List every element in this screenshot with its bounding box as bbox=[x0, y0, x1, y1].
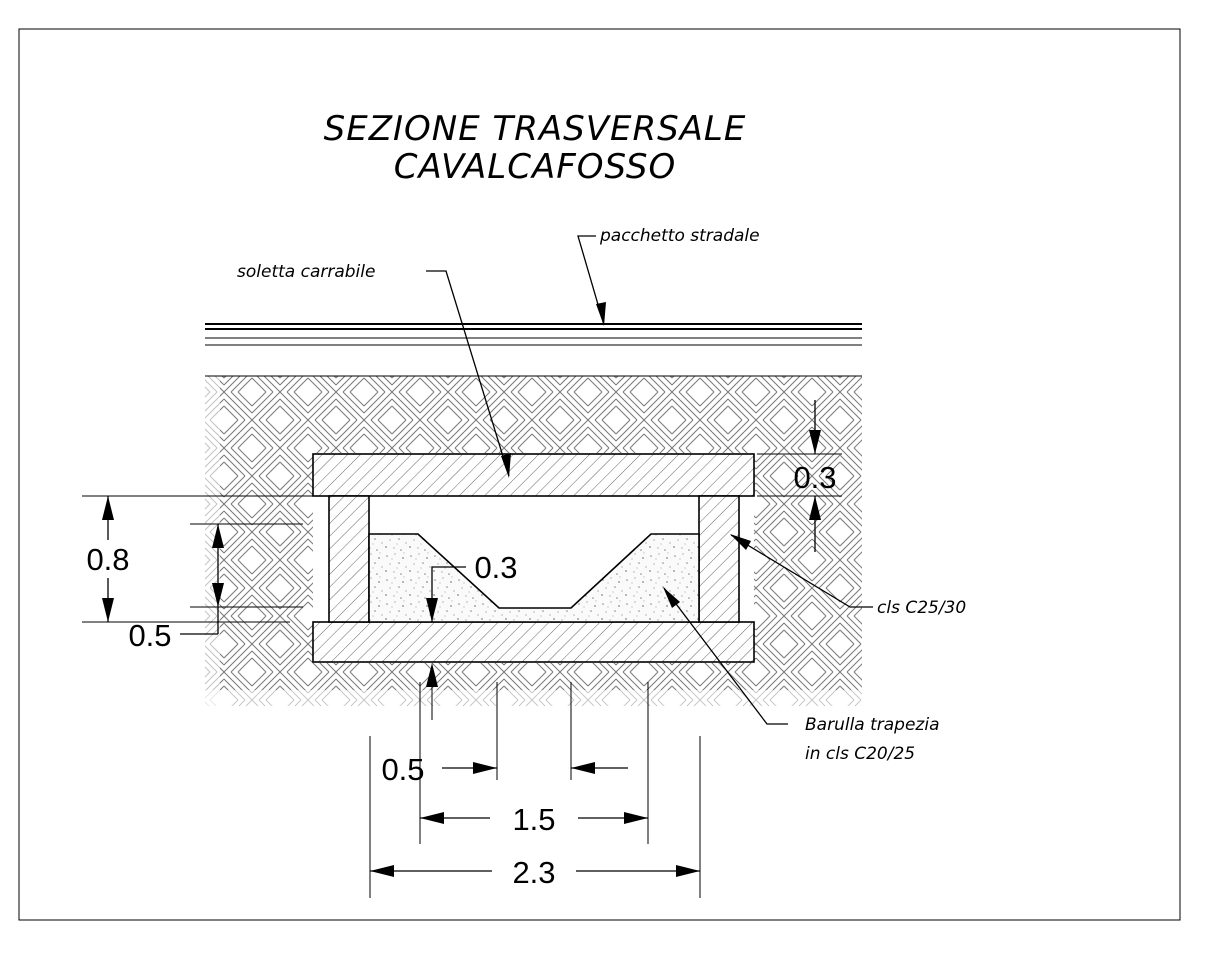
title-line-2: CAVALCAFOSSO bbox=[394, 147, 677, 187]
dim-bottom-offset-arrow-left bbox=[473, 762, 497, 774]
dim-wall-arrow-top bbox=[102, 496, 114, 520]
leader-deck-arrowhead bbox=[501, 453, 511, 478]
dim-channel-width-arrow-left bbox=[420, 812, 444, 824]
dim-bottom-offset-arrow bbox=[426, 663, 438, 687]
dim-bottom-offset: 0.5 bbox=[381, 752, 424, 787]
dim-inner-height: 0.5 bbox=[128, 618, 171, 653]
dim-bottom-offset-arrow-right bbox=[571, 762, 595, 774]
right-wall bbox=[698, 495, 740, 623]
dim-total-width-arrow-right bbox=[676, 865, 700, 877]
drawing-frame bbox=[18, 28, 1181, 921]
label-road-package: pacchetto stradale bbox=[599, 226, 760, 246]
bottom-slab bbox=[312, 621, 755, 663]
dim-wall-arrow-bottom bbox=[102, 598, 114, 622]
dim-slab-thickness: 0.3 bbox=[793, 460, 836, 495]
leader-deck-slab bbox=[426, 270, 510, 477]
dim-inner-arrow-bottom bbox=[212, 583, 224, 607]
dim-total-width-arrow-left bbox=[370, 865, 394, 877]
label-trapezoid-line-2: in cls C20/25 bbox=[805, 744, 915, 764]
dim-channel-width: 1.5 bbox=[512, 802, 555, 837]
dim-channel-depth: 0.3 bbox=[474, 550, 517, 585]
left-wall bbox=[328, 495, 370, 623]
soil-fade-bottom bbox=[190, 690, 880, 720]
leader-trapezoid-arrowhead bbox=[663, 587, 680, 608]
title-line-1: SEZIONE TRASVERSALE bbox=[324, 109, 747, 149]
label-trapezoid-line-1: Barulla trapezia bbox=[805, 715, 940, 735]
leader-concrete-arrowhead bbox=[730, 534, 751, 550]
dim-channel-width-arrow-right bbox=[624, 812, 648, 824]
label-concrete-class: cls C25/30 bbox=[877, 598, 966, 618]
dim-inner-arrow-top bbox=[212, 524, 224, 548]
leader-road-arrowhead bbox=[596, 302, 606, 326]
dim-slab-arrow-top bbox=[809, 430, 821, 454]
dim-wall-height: 0.8 bbox=[86, 542, 129, 577]
dim-slab-arrow-bottom bbox=[809, 496, 821, 520]
dim-total-width: 2.3 bbox=[512, 855, 555, 890]
soil-hatch bbox=[205, 376, 862, 706]
top-slab bbox=[312, 453, 755, 497]
leader-concrete-class bbox=[730, 534, 873, 608]
dim-channel-arrow bbox=[426, 598, 438, 622]
leader-trapezoid bbox=[663, 587, 788, 725]
trapezoid-fill bbox=[368, 533, 700, 623]
label-deck-slab: soletta carrabile bbox=[237, 262, 375, 282]
leader-road-package bbox=[577, 235, 605, 326]
